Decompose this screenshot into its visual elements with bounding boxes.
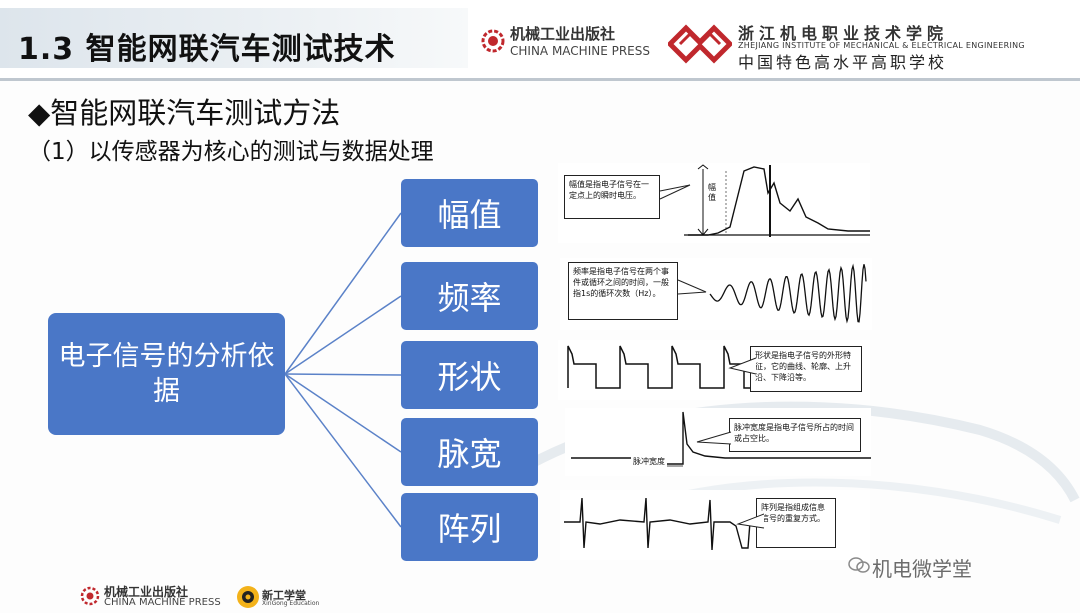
footer-publisher-cn: 机械工业出版社 — [104, 585, 189, 599]
figure-pulse-width: 脉冲宽度是指电子信号所占的时间或占空比。 脉冲宽度 — [565, 408, 871, 476]
array-callout-pointer — [736, 513, 765, 529]
school-name-cn: 浙江机电职业技术学院 — [738, 24, 949, 43]
figure-frequency: 频率是指电子信号在两个事件或循环之间的时间，一般指1s的循环次数（Hz）。 — [560, 258, 872, 330]
header: 1.3 智能网联汽车测试技术 机械工业出版社 CHINA MACHINE PRE… — [0, 0, 1080, 78]
footer-edu-logo: 新工学堂 XinGong Education — [236, 585, 356, 611]
frequency-waveform — [709, 263, 867, 324]
footer-gear-icon — [80, 586, 100, 606]
pulse-width-callout-pointer — [696, 431, 732, 445]
node-shape: 形状 — [401, 341, 538, 409]
amplitude-callout: 幅值是指电子信号在一定点上的瞬时电压。 — [564, 175, 660, 219]
publisher-logo: 机械工业出版社 CHINA MACHINE PRESS — [480, 22, 660, 66]
wechat-icon — [848, 557, 870, 573]
amplitude-axis-label: 幅值 — [708, 183, 716, 202]
array-waveform — [564, 497, 756, 551]
school-slogan: 中国特色高水平高职学校 — [738, 53, 948, 72]
edu-brand-icon — [237, 586, 259, 608]
mindmap-center-node: 电子信号的分析依据 — [48, 313, 285, 435]
school-emblem-icon — [668, 24, 732, 64]
array-callout: 阵列是指组成信息信号的重复方式。 — [756, 498, 836, 548]
node-frequency: 频率 — [401, 262, 538, 330]
node-array: 阵列 — [401, 493, 538, 561]
pulse-width-label: 脉冲宽度 — [631, 456, 667, 467]
node-amplitude: 幅值 — [401, 179, 538, 247]
watermark-text: 机电微学堂 — [872, 557, 972, 581]
frequency-callout-pointer — [677, 279, 707, 295]
publisher-name-cn: 机械工业出版社 — [510, 25, 616, 43]
shape-callout-pointer — [728, 357, 757, 375]
title-bar: 1.3 智能网联汽车测试技术 — [0, 8, 468, 68]
publisher-name-en: CHINA MACHINE PRESS — [510, 44, 650, 58]
section-heading: ◆智能网联汽车测试方法 — [28, 96, 341, 130]
edu-brand-cn: 新工学堂 — [262, 589, 306, 602]
amplitude-waveform — [684, 164, 870, 237]
shape-callout: 形状是指电子信号的外形特征，它的曲线、轮廓、上升沿、下降沿等。 — [750, 346, 862, 392]
frequency-callout: 频率是指电子信号在两个事件或循环之间的时间，一般指1s的循环次数（Hz）。 — [568, 262, 678, 320]
shape-waveform — [567, 345, 758, 389]
slide-title: 1.3 智能网联汽车测试技术 — [18, 32, 396, 67]
pulse-width-callout: 脉冲宽度是指电子信号所占的时间或占空比。 — [729, 418, 861, 452]
edu-brand-en: XinGong Education — [262, 600, 320, 607]
school-logo: 浙江机电职业技术学院 ZHEJIANG INSTITUTE OF MECHANI… — [668, 20, 1076, 72]
figure-array: 阵列是指组成信息信号的重复方式。 — [560, 490, 870, 560]
figure-shape: 形状是指电子信号的外形特征，它的曲线、轮廓、上升沿、下降沿等。 — [558, 340, 870, 400]
figure-amplitude: 幅值是指电子信号在一定点上的瞬时电压。 幅值 — [558, 163, 870, 243]
section-subheading: （1）以传感器为核心的测试与数据处理 — [28, 139, 434, 165]
gear-icon — [481, 29, 505, 53]
school-name-en: ZHEJIANG INSTITUTE OF MECHANICAL & ELECT… — [738, 41, 1025, 50]
amplitude-callout-pointer — [659, 184, 691, 200]
footer-publisher-en: CHINA MACHINE PRESS — [104, 597, 221, 608]
header-divider — [0, 78, 1080, 81]
node-pulse-width: 脉宽 — [401, 418, 538, 486]
footer-publisher-logo: 机械工业出版社 CHINA MACHINE PRESS — [80, 583, 240, 611]
